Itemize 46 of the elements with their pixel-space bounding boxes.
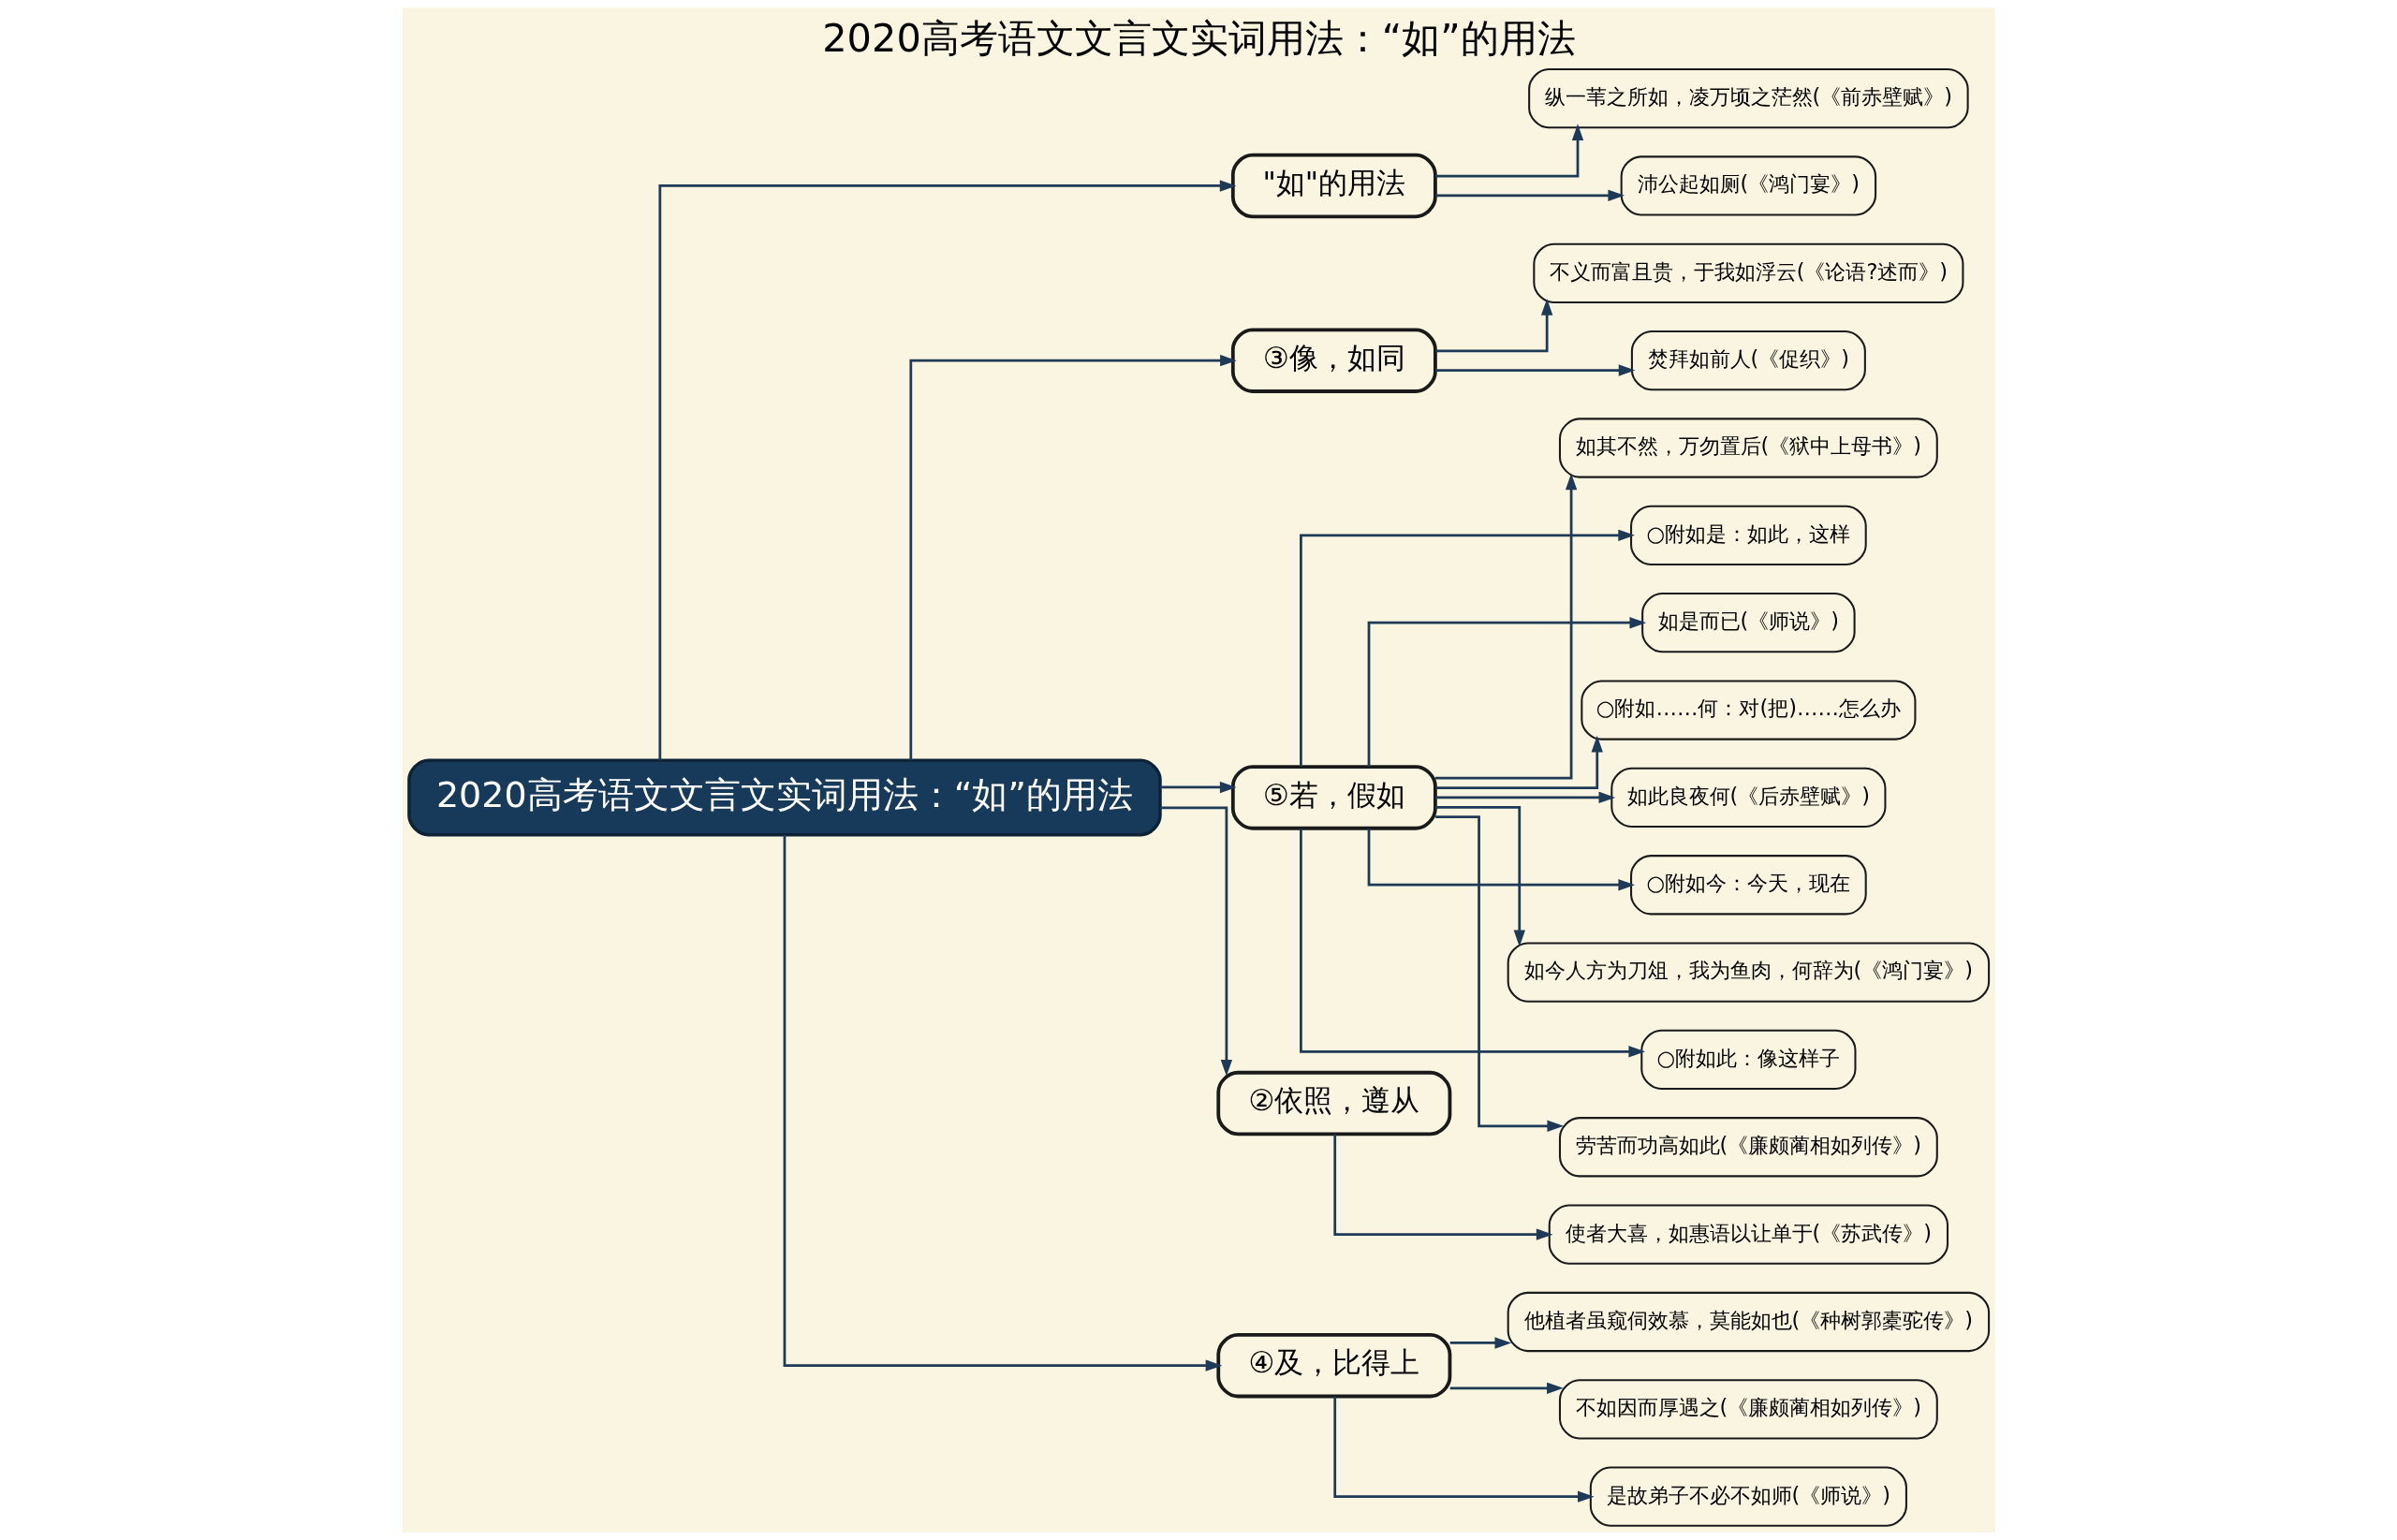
arrow <box>908 354 1237 761</box>
arrow <box>1159 806 1232 1077</box>
node-box: 如此良夜何(《后赤壁赋》) <box>1610 767 1886 829</box>
arrow <box>1434 735 1603 789</box>
arrow <box>1367 829 1635 891</box>
arrow <box>1299 829 1645 1058</box>
node-box: ○附如今：今天，现在 <box>1629 855 1867 916</box>
arrow <box>1299 529 1635 767</box>
node-box: ○附如此：像这样子 <box>1640 1029 1856 1091</box>
node-box: 2020高考语文文言文实词用法：“如”的用法 <box>406 758 1162 837</box>
node-box: ○附如……何：对(把)……怎么办 <box>1580 680 1916 741</box>
arrow <box>1332 1396 1595 1503</box>
diagram-title: 2020高考语文文言文实词用法：“如”的用法 <box>821 15 1576 62</box>
node-box: 不如因而厚遇之(《廉颇蔺相如列传》) <box>1558 1379 1938 1440</box>
node-box: ③像，如同 <box>1230 328 1437 393</box>
node-box: 纵一苇之所如，凌万顷之茫然(《前赤壁赋》) <box>1527 67 1969 129</box>
node-box: ④及，比得上 <box>1215 1332 1451 1399</box>
arrow <box>1159 781 1237 794</box>
arrow <box>1449 1337 1511 1349</box>
arrow <box>1434 299 1552 353</box>
arrow <box>1434 815 1564 1132</box>
node-box: 劳苦而功高如此(《廉颇蔺相如列传》) <box>1558 1117 1938 1178</box>
node-box: 是故弟子不必不如师(《师说》) <box>1589 1466 1907 1527</box>
node-box: "如"的用法 <box>1230 153 1437 219</box>
node-box: 如其不然，万勿置后(《狱中上母书》) <box>1558 418 1938 478</box>
node-box: 如是而已(《师说》) <box>1640 593 1856 653</box>
node-box: 焚拜如前人(《促织》) <box>1630 330 1866 391</box>
arrow <box>1434 189 1625 201</box>
arrow <box>783 834 1222 1371</box>
node-box: 不义而富且贵，于我如浮云(《论语?述而》) <box>1532 242 1963 303</box>
node-box: 他植者虽窥伺效慕，莫能如也(《种树郭橐驼传》) <box>1507 1291 1990 1353</box>
arrow <box>1434 364 1635 376</box>
node-box: 如今人方为刀俎，我为鱼肉，何辞为(《鸿门宴》) <box>1507 942 1990 1003</box>
arrow <box>1449 1382 1564 1395</box>
arrow <box>657 180 1236 760</box>
arrow <box>1434 791 1615 804</box>
node-box: ②依照，遵从 <box>1215 1070 1451 1137</box>
node-box: ⑤若，假如 <box>1230 765 1437 830</box>
node-box: 沛公起如厕(《鸿门宴》) <box>1620 155 1876 216</box>
node-box: 使者大喜，如惠语以让单于(《苏武传》) <box>1548 1204 1948 1265</box>
arrow <box>1434 124 1583 178</box>
node-box: ○附如是：如此，这样 <box>1629 505 1867 565</box>
arrow <box>1434 805 1525 947</box>
arrow <box>1332 1134 1552 1240</box>
arrow <box>1434 473 1577 780</box>
arrow <box>1367 617 1646 767</box>
